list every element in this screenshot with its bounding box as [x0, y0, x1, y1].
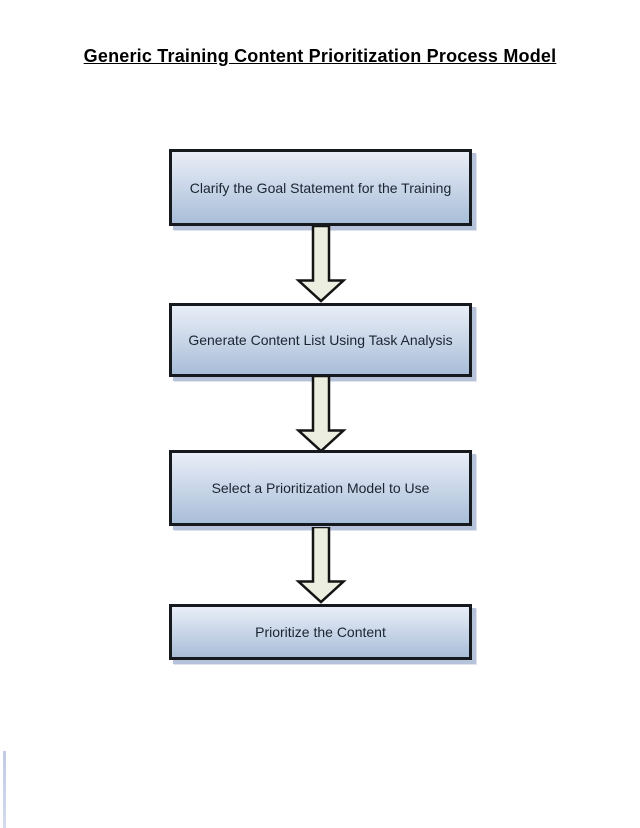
flow-step-label: Prioritize the Content: [255, 624, 386, 640]
down-arrow-icon: [295, 376, 347, 453]
flow-step-label: Generate Content List Using Task Analysi…: [188, 332, 453, 348]
down-arrow-icon: [295, 226, 347, 303]
flow-step-clarify-goal: Clarify the Goal Statement for the Train…: [169, 149, 472, 226]
flow-step-label: Select a Prioritization Model to Use: [211, 480, 430, 496]
flow-step-generate-content-list: Generate Content List Using Task Analysi…: [169, 303, 472, 377]
flow-step-prioritize-content: Prioritize the Content: [169, 604, 472, 660]
page-edge-artifact: [3, 751, 6, 828]
flow-step-select-model: Select a Prioritization Model to Use: [169, 450, 472, 526]
flow-step-label: Clarify the Goal Statement for the Train…: [189, 179, 452, 196]
down-arrow-icon: [295, 527, 347, 604]
page-title: Generic Training Content Prioritization …: [83, 46, 557, 66]
